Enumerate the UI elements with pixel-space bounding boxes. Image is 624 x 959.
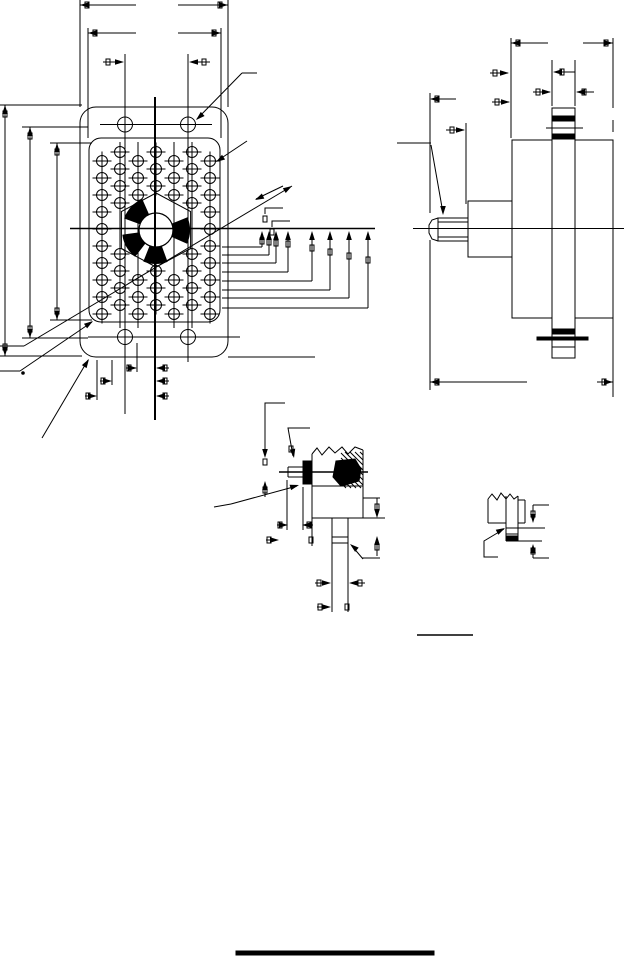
connector-side-view <box>397 38 624 397</box>
mounting-detail <box>483 492 549 559</box>
annotation-marks <box>235 634 473 956</box>
connector-front-view <box>0 0 375 439</box>
contact-section-detail <box>213 402 385 612</box>
